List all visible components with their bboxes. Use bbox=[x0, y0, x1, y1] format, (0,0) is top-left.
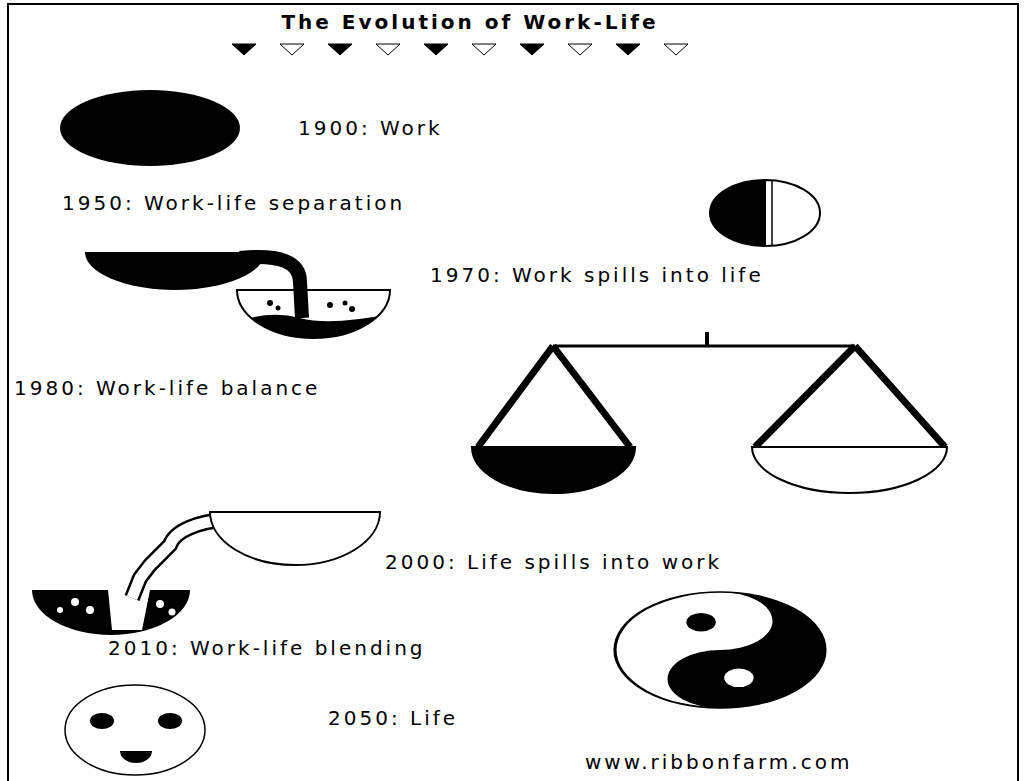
era-label: 1970: Work spills into life bbox=[430, 263, 764, 287]
split-disc bbox=[710, 180, 820, 246]
work-spill bbox=[85, 252, 390, 345]
smiley-face bbox=[65, 685, 205, 775]
title: The Evolution of Work-Life bbox=[281, 10, 658, 34]
work-disc bbox=[60, 90, 240, 166]
era-label: 2050: Life bbox=[328, 706, 458, 730]
era-label: 1900: Work bbox=[298, 116, 443, 140]
frame bbox=[8, 4, 1018, 781]
ornament-row bbox=[232, 44, 688, 55]
era-label: 2010: Work-life blending bbox=[108, 636, 426, 660]
watermark: www.ribbonfarm.com bbox=[585, 750, 852, 774]
yin-yang bbox=[615, 592, 825, 708]
life-spill bbox=[32, 512, 380, 635]
era-label: 2000: Life spills into work bbox=[385, 550, 722, 574]
balance-scale bbox=[472, 332, 947, 493]
era-label: 1980: Work-life balance bbox=[14, 376, 320, 400]
era-label: 1950: Work-life separation bbox=[62, 191, 405, 215]
